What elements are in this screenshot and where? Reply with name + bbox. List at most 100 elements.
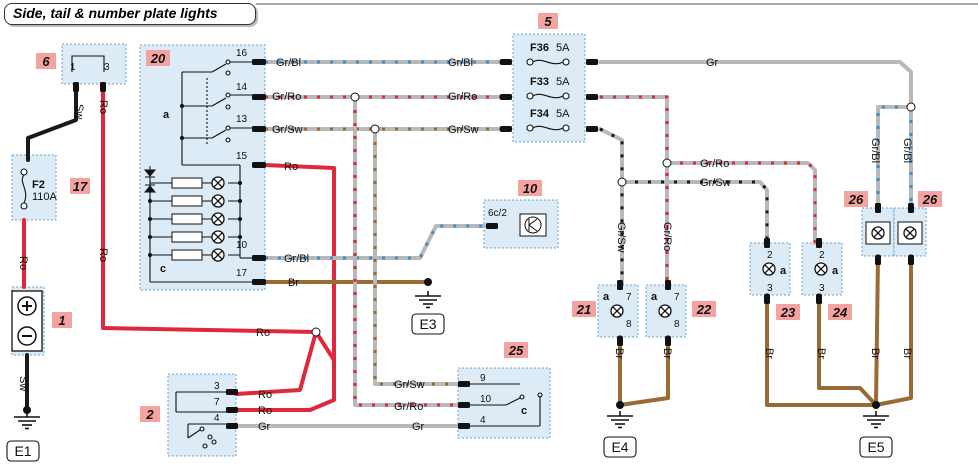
component-badge-5: 5 xyxy=(544,14,552,29)
junction xyxy=(23,406,31,414)
box-17 xyxy=(11,154,57,221)
wire-grro-25 xyxy=(353,95,460,407)
diagram-title: Side, tail & number plate lights xyxy=(4,3,256,25)
lamp-icon-23 xyxy=(762,262,776,276)
wire-ro-2-7 xyxy=(234,358,336,412)
wire-label-grbl-26a: Gr/Bl xyxy=(869,138,881,163)
battery-icon xyxy=(11,290,43,352)
lamp-terminal xyxy=(665,280,671,290)
relay-20-resistors xyxy=(143,104,242,262)
wire-grro-right xyxy=(665,161,817,245)
fuse-box-terminal-in xyxy=(500,94,512,100)
wire-label-br-23: Br xyxy=(763,348,775,359)
wire-label-ro-2-3: Ro xyxy=(258,389,272,401)
junction xyxy=(872,401,880,409)
wire-br-24 xyxy=(817,293,878,407)
switch-2-terminal xyxy=(226,423,238,429)
lamp-24-letter: a xyxy=(832,265,839,277)
connector-6-terminal xyxy=(100,82,106,92)
fuse-f34-name: F34 xyxy=(530,108,550,120)
wire-label-gr-top: Gr xyxy=(706,57,719,69)
ground-icon-e4 xyxy=(606,410,634,429)
switch-25-letter: c xyxy=(521,405,527,417)
component-badge-1: 1 xyxy=(58,313,65,328)
junction xyxy=(617,177,627,187)
component-badge-24: 24 xyxy=(832,305,848,320)
wire-grbl-10 xyxy=(263,224,488,260)
lamp-22-letter: a xyxy=(651,291,658,303)
pin-25-4: 4 xyxy=(480,415,486,426)
component-badge-22: 22 xyxy=(696,302,712,317)
ground-label-e1: E1 xyxy=(14,443,31,459)
junction xyxy=(906,102,916,112)
connector-6-internals xyxy=(71,55,105,72)
wire-label-sw-6: Sw xyxy=(73,104,85,119)
pin-2-3: 3 xyxy=(214,381,220,392)
lamp-terminal xyxy=(617,280,623,290)
lamp-icon-26b xyxy=(903,226,917,240)
ground-label-e4: E4 xyxy=(611,439,628,455)
wire-label-sw-1: Sw xyxy=(17,376,29,391)
pin-20-14: 14 xyxy=(236,82,248,93)
lamp-21-letter: a xyxy=(603,291,610,303)
fuse-box-terminal-out xyxy=(586,59,598,65)
relay-20-terminal xyxy=(252,94,266,100)
relay-20-terminal xyxy=(252,126,266,132)
fuse-symbols-5 xyxy=(526,58,570,132)
lamp-icon-20-4 xyxy=(211,230,225,244)
wire-label-grsw-f34: Gr/Sw xyxy=(448,124,479,136)
connector-6-terminal xyxy=(73,82,79,92)
lamp-icon-26a xyxy=(871,226,885,240)
fuse-f36-name: F36 xyxy=(530,42,549,54)
pin-2-7: 7 xyxy=(214,397,220,408)
wire-ro-6 xyxy=(101,82,318,334)
wire-label-br-22: Br xyxy=(661,348,673,359)
wire-grsw-f34 xyxy=(598,127,624,287)
wire-label-grro-22: Gr/Ro xyxy=(661,222,673,251)
wire-label-grro-14: Gr/Ro xyxy=(272,91,301,103)
wire-label-grro-right: Gr/Ro xyxy=(700,158,729,170)
switch-25-internals xyxy=(470,383,543,427)
lamp-terminal xyxy=(764,294,770,304)
pin-20-16: 16 xyxy=(236,48,248,59)
wire-sw-6 xyxy=(26,82,78,162)
switch-25-terminal xyxy=(458,423,470,429)
wire-grsw-right-stripe xyxy=(622,180,769,243)
component-badge-10: 10 xyxy=(523,181,538,196)
lamp-terminal xyxy=(617,336,623,346)
pin-24-3: 3 xyxy=(819,283,825,294)
wire-grbl-26 xyxy=(876,105,913,210)
relay-20-terminal xyxy=(252,255,266,261)
junction xyxy=(350,92,360,102)
switch-25-terminal xyxy=(458,381,470,387)
switch-2-internals xyxy=(175,391,226,449)
component-badge-6: 6 xyxy=(42,54,50,69)
wire-label-grbl-f36: Gr/Bl xyxy=(448,57,473,69)
wire-ro-bottom xyxy=(234,330,318,396)
wire-grro-25-stripe xyxy=(353,97,458,407)
pin-22-7: 7 xyxy=(674,292,680,303)
lamp-icon-24 xyxy=(814,262,828,276)
box-20 xyxy=(139,44,266,291)
pin-22-8: 8 xyxy=(674,319,680,330)
wire-grro-right-stripe xyxy=(667,161,817,243)
diode-icon xyxy=(143,166,157,193)
wire-label-grro-25: Gr/Ro xyxy=(394,401,423,413)
pin-20-13: 13 xyxy=(236,114,248,125)
fuse-f33-name: F33 xyxy=(530,76,549,88)
lamp-icon-20-2 xyxy=(211,194,225,208)
fuse-f34-rating: 5A xyxy=(556,108,570,120)
pin-24-2: 2 xyxy=(819,250,825,261)
relay-20-terminal xyxy=(252,279,266,285)
switch-2-terminal xyxy=(226,389,238,395)
pin-21-8: 8 xyxy=(626,319,632,330)
box-22 xyxy=(645,284,687,338)
wire-label-grsw-13: Gr/Sw xyxy=(272,124,303,136)
lamp-23-letter: a xyxy=(780,265,787,277)
wire-label-br-21: Br xyxy=(613,348,625,359)
junction xyxy=(662,158,672,168)
component-badge-17: 17 xyxy=(73,179,88,194)
component-badge-20: 20 xyxy=(150,51,166,66)
fuse-f33-rating: 5A xyxy=(556,76,570,88)
